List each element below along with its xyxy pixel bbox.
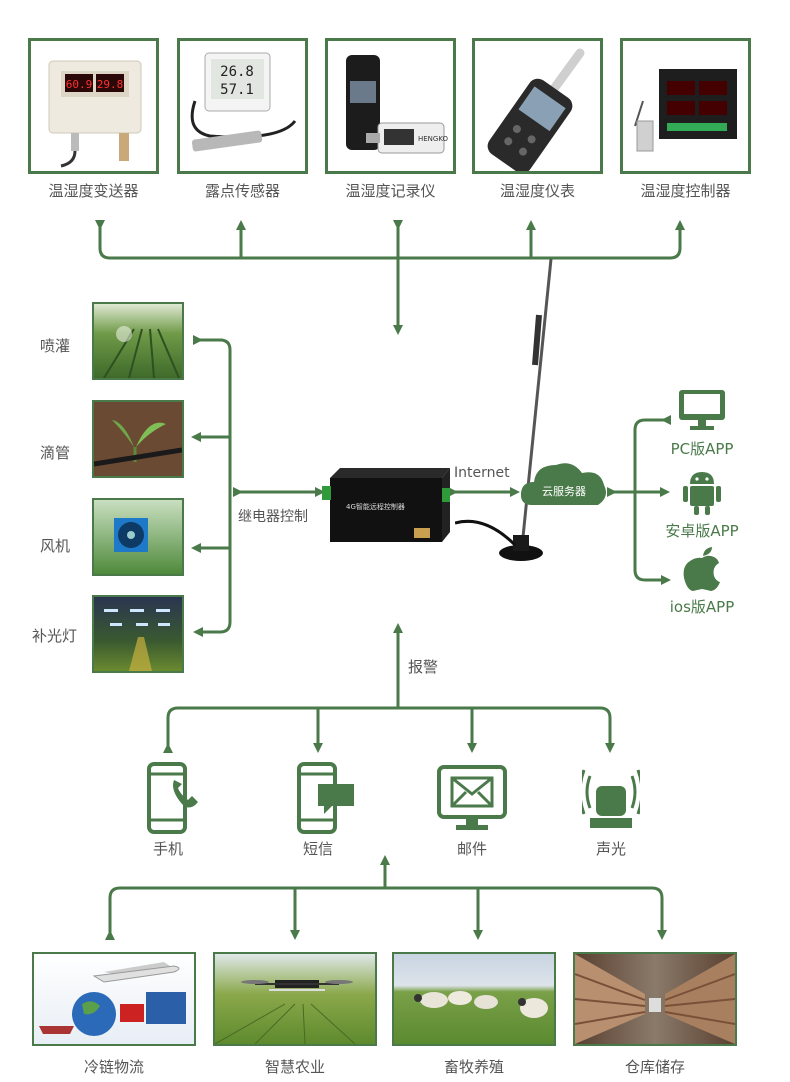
device-label: 露点传感器: [204, 182, 280, 200]
remote-controller-device: 4G智能远程控制器: [320, 460, 452, 548]
grow-light-photo: [92, 595, 184, 673]
alarm-item-label: 声光: [595, 840, 626, 858]
app-label: PC版APP: [670, 440, 734, 458]
dew-readout-2: 57.1: [220, 82, 254, 98]
controller-label: 4G智能远程控制器: [346, 503, 405, 511]
phone-icon: [147, 762, 198, 834]
alarm-item-label: 短信: [302, 840, 333, 858]
transmitter-readout-2: 29.8: [97, 78, 124, 91]
cloud-label: 云服务器: [542, 485, 586, 498]
apple-icon: [683, 547, 720, 591]
device-label: 温湿度仪表: [499, 182, 575, 200]
monitor-icon: [679, 390, 725, 430]
device-label: 温湿度记录仪: [345, 182, 436, 200]
cold-chain-photo: [32, 952, 196, 1046]
handheld-meter-photo: [472, 38, 603, 174]
actuator-label: 补光灯: [32, 627, 78, 645]
application-label: 仓库储存: [624, 1058, 685, 1076]
temp-humidity-transmitter-photo: 60.9 29.8: [28, 38, 159, 174]
actuator-label: 喷灌: [40, 337, 71, 355]
application-label: 冷链物流: [83, 1058, 144, 1076]
siren-icon: [582, 769, 640, 828]
device-label: 温湿度变送器: [48, 182, 139, 200]
device-label: 温湿度控制器: [640, 182, 731, 200]
controller-panel-photo: [620, 38, 751, 174]
temp-humidity-logger-photo: HENGKO: [325, 38, 456, 174]
application-label: 畜牧养殖: [443, 1058, 504, 1076]
app-label: ios版APP: [669, 598, 735, 616]
dew-point-sensor-photo: 26.8 57.1: [177, 38, 308, 174]
application-label: 智慧农业: [264, 1058, 325, 1076]
cloud-server-icon: 云服务器: [518, 455, 610, 511]
fan-photo: [92, 498, 184, 576]
sprinkler-photo: [92, 302, 184, 380]
alarm-item-label: 手机: [152, 840, 183, 858]
drip-irrigation-photo: [92, 400, 184, 478]
transmitter-readout-1: 60.9: [66, 78, 93, 91]
android-icon: [683, 472, 721, 515]
logger-brand: HENGKO: [418, 135, 449, 143]
actuator-label: 滴管: [40, 444, 71, 462]
internet-label: Internet: [454, 465, 510, 481]
livestock-photo: [392, 952, 556, 1046]
warehouse-photo: [573, 952, 737, 1046]
actuator-label: 风机: [40, 537, 71, 555]
alarm-label: 报警: [408, 658, 439, 676]
email-icon: [437, 765, 507, 830]
antenna-icon: [455, 258, 553, 561]
relay-control-label: 继电器控制: [238, 509, 308, 525]
dew-readout-1: 26.8: [220, 64, 254, 80]
smart-agriculture-photo: [213, 952, 377, 1046]
app-label: 安卓版APP: [665, 522, 739, 540]
sms-icon: [297, 762, 354, 834]
alarm-item-label: 邮件: [456, 840, 487, 858]
